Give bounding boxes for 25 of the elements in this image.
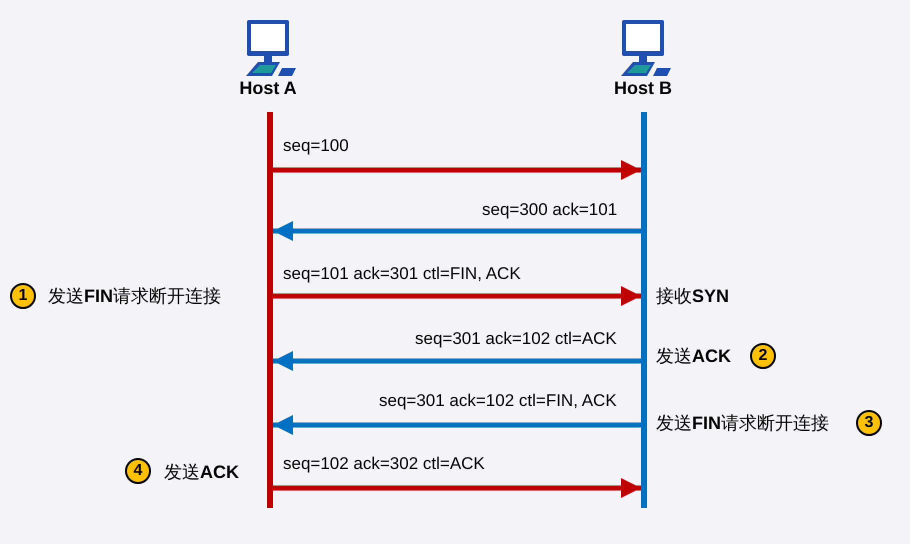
arrow: [273, 286, 641, 306]
edge-label: seq=301 ack=102 ctl=FIN, ACK: [377, 391, 619, 411]
annotation: 发送FIN请求断开连接: [48, 285, 221, 308]
arrow: [273, 478, 641, 498]
arrow: [273, 160, 641, 180]
host-label: Host A: [239, 78, 297, 99]
arrow: [273, 221, 641, 241]
annotation: 接收SYN: [656, 285, 730, 308]
step-number: 3: [856, 410, 882, 436]
step-number: 2: [750, 343, 776, 369]
annotation: 发送FIN请求断开连接: [656, 412, 829, 435]
edge-label: seq=101 ack=301 ctl=FIN, ACK: [281, 264, 523, 284]
lifeline: [267, 112, 273, 508]
step-number: 1: [10, 283, 36, 309]
edge-label: seq=102 ack=302 ctl=ACK: [281, 454, 487, 474]
step-number: 4: [125, 458, 151, 484]
host-label: Host B: [614, 78, 672, 99]
edge-label: seq=100: [281, 136, 351, 156]
arrow: [273, 415, 641, 435]
lifeline: [641, 112, 647, 508]
edge-label: seq=301 ack=102 ctl=ACK: [413, 329, 619, 349]
annotation: 发送ACK: [656, 345, 731, 368]
edge-label: seq=300 ack=101: [480, 200, 620, 220]
annotation: 发送ACK: [164, 461, 239, 484]
arrow: [273, 351, 641, 371]
